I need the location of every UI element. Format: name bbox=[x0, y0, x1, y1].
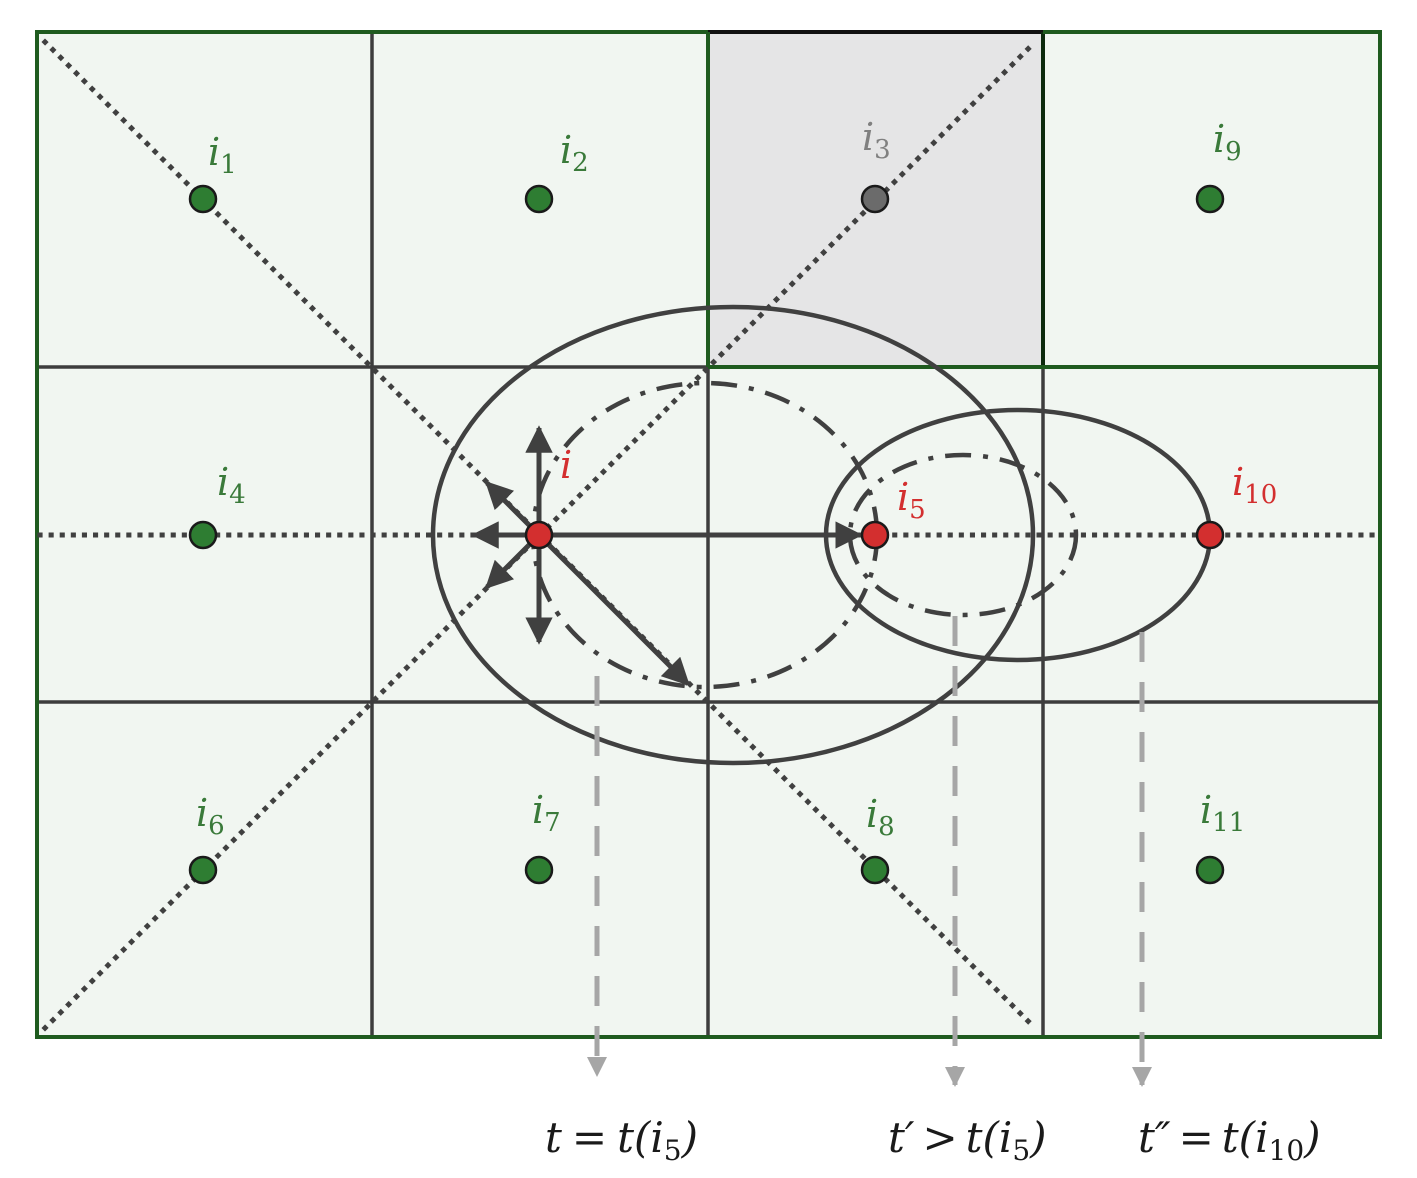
label-i10: i10 bbox=[1232, 460, 1277, 510]
projection-arrows bbox=[587, 616, 1152, 1087]
label-i11: i11 bbox=[1200, 788, 1245, 838]
label-i5: i5 bbox=[897, 475, 926, 525]
time-label-t-prime: t′>t(i5) bbox=[888, 1113, 1047, 1167]
node-i4 bbox=[188, 520, 218, 550]
node-i11 bbox=[1195, 855, 1225, 885]
wavefront-solid-i bbox=[430, 304, 1036, 766]
green-borders bbox=[35, 30, 1382, 1039]
label-i3: i3 bbox=[862, 115, 891, 165]
node-i9 bbox=[1195, 184, 1225, 214]
label-i: i bbox=[560, 443, 572, 487]
label-i4: i4 bbox=[217, 460, 246, 510]
node-i3 bbox=[860, 184, 890, 214]
node-i10 bbox=[1195, 520, 1225, 550]
node-i bbox=[524, 520, 554, 550]
arrow-down-right bbox=[537, 533, 690, 686]
time-label-t-double-prime: t″=t(i10) bbox=[1138, 1113, 1321, 1167]
label-i2: i2 bbox=[560, 128, 589, 178]
node-i8 bbox=[860, 855, 890, 885]
outer-border bbox=[35, 30, 1382, 1039]
time-labels: t=t(i5) t′>t(i5) t″=t(i10) bbox=[545, 1113, 1321, 1167]
label-i7: i7 bbox=[532, 788, 561, 838]
blocked-cell-border bbox=[708, 30, 1045, 367]
time-label-t: t=t(i5) bbox=[545, 1113, 698, 1167]
node-i1 bbox=[188, 184, 218, 214]
label-i1: i1 bbox=[208, 130, 237, 180]
label-i8: i8 bbox=[866, 792, 895, 842]
label-i9: i9 bbox=[1213, 117, 1242, 167]
nodes bbox=[188, 184, 1225, 885]
node-i6 bbox=[188, 855, 218, 885]
node-i7 bbox=[524, 855, 554, 885]
label-i6: i6 bbox=[196, 791, 225, 841]
node-i5 bbox=[860, 520, 890, 550]
node-i2 bbox=[524, 184, 554, 214]
node-labels: i1 i2 i3 i9 i4 i i5 i10 i6 i7 i8 i11 bbox=[196, 115, 1277, 842]
wavefront-dashdot-i5 bbox=[847, 452, 1079, 618]
